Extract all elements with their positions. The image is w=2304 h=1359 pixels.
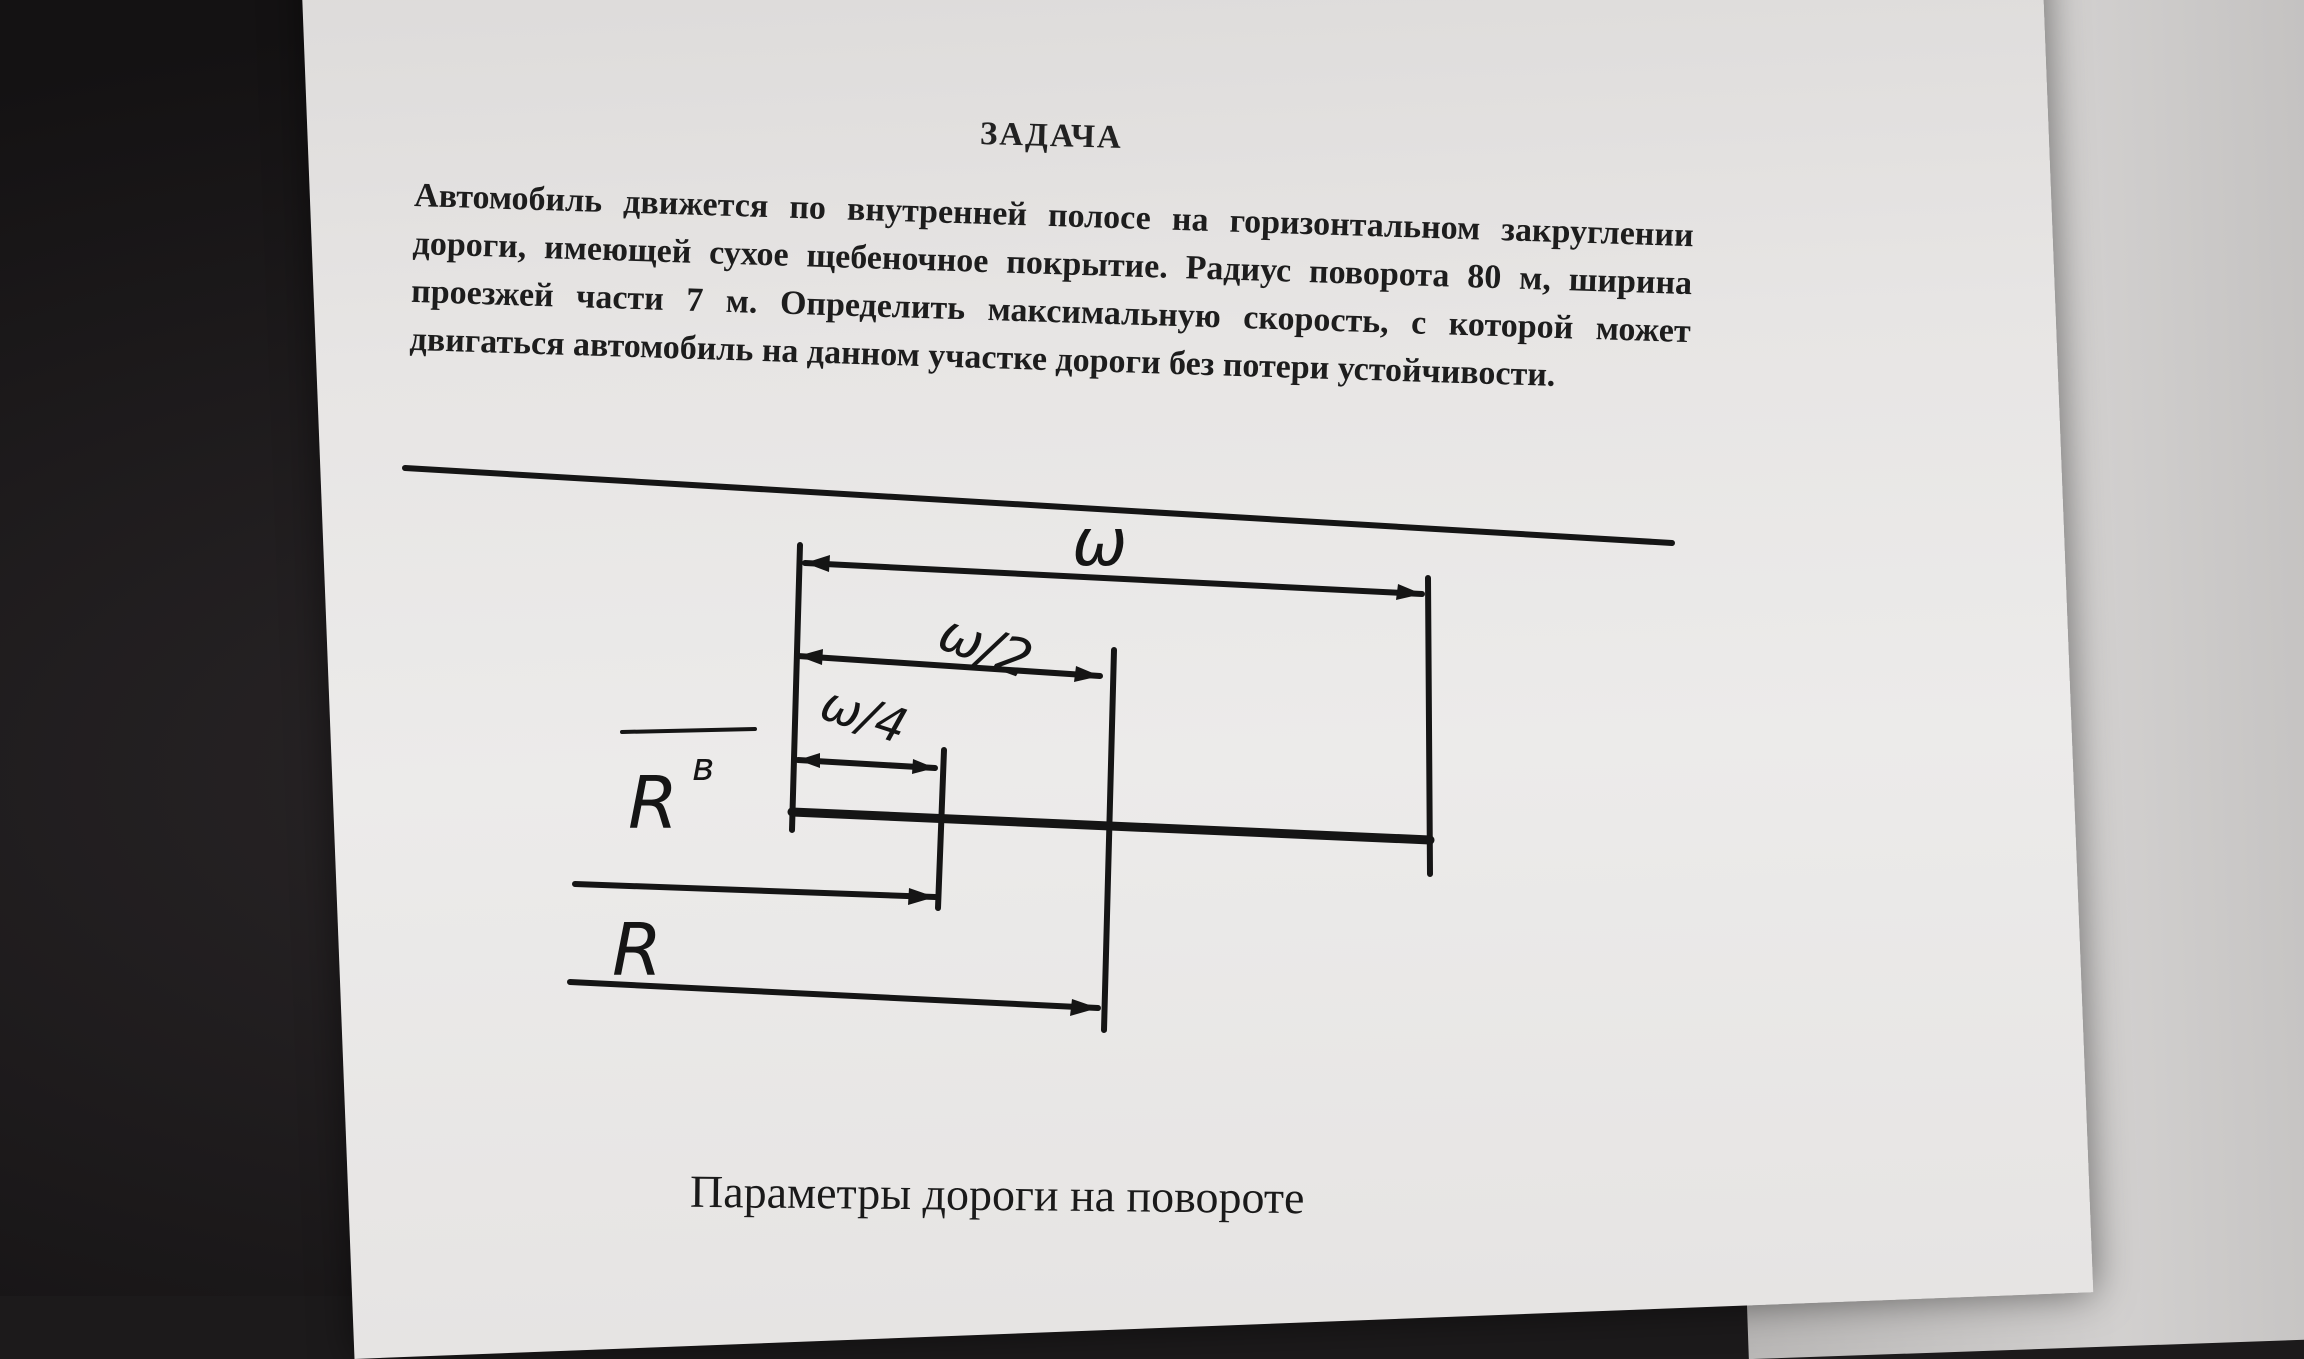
outer-edge-vertical bbox=[1425, 575, 1433, 877]
half-width-vertical bbox=[1101, 647, 1117, 1033]
label-r-b: R bbox=[628, 761, 678, 845]
w-quarter-arrow-right bbox=[912, 759, 935, 774]
road-axis-line bbox=[787, 807, 1435, 845]
w-quarter-dimension-line bbox=[795, 757, 938, 771]
label-w: ω bbox=[1072, 504, 1127, 581]
w-half-arrow-left bbox=[798, 649, 823, 665]
quarter-width-vertical bbox=[935, 747, 947, 911]
w-quarter-arrow-left bbox=[798, 753, 820, 768]
figure-caption: Параметры дороги на повороте bbox=[689, 1165, 1305, 1224]
inner-edge-vertical bbox=[789, 542, 803, 833]
label-r: R bbox=[612, 908, 662, 992]
label-r-b-superscript: в bbox=[692, 745, 714, 789]
w-half-arrow-right bbox=[1074, 666, 1100, 682]
r-b-overline bbox=[620, 727, 757, 734]
r-b-dimension-line bbox=[572, 881, 938, 900]
r-arrow bbox=[1070, 999, 1098, 1016]
road-edge-line bbox=[402, 465, 1675, 546]
road-parameters-diagram: ω ω/2 ω/4 R в R bbox=[0, 0, 2304, 1296]
r-dimension-line bbox=[567, 979, 1101, 1011]
w-dimension-line bbox=[802, 560, 1425, 597]
w-arrow-right bbox=[1396, 584, 1422, 600]
w-half-dimension-line bbox=[795, 653, 1103, 679]
label-w-half: ω/2 bbox=[931, 603, 1040, 692]
r-b-arrow bbox=[908, 888, 935, 905]
label-w-quarter: ω/4 bbox=[814, 675, 914, 755]
w-arrow-left bbox=[805, 555, 830, 572]
